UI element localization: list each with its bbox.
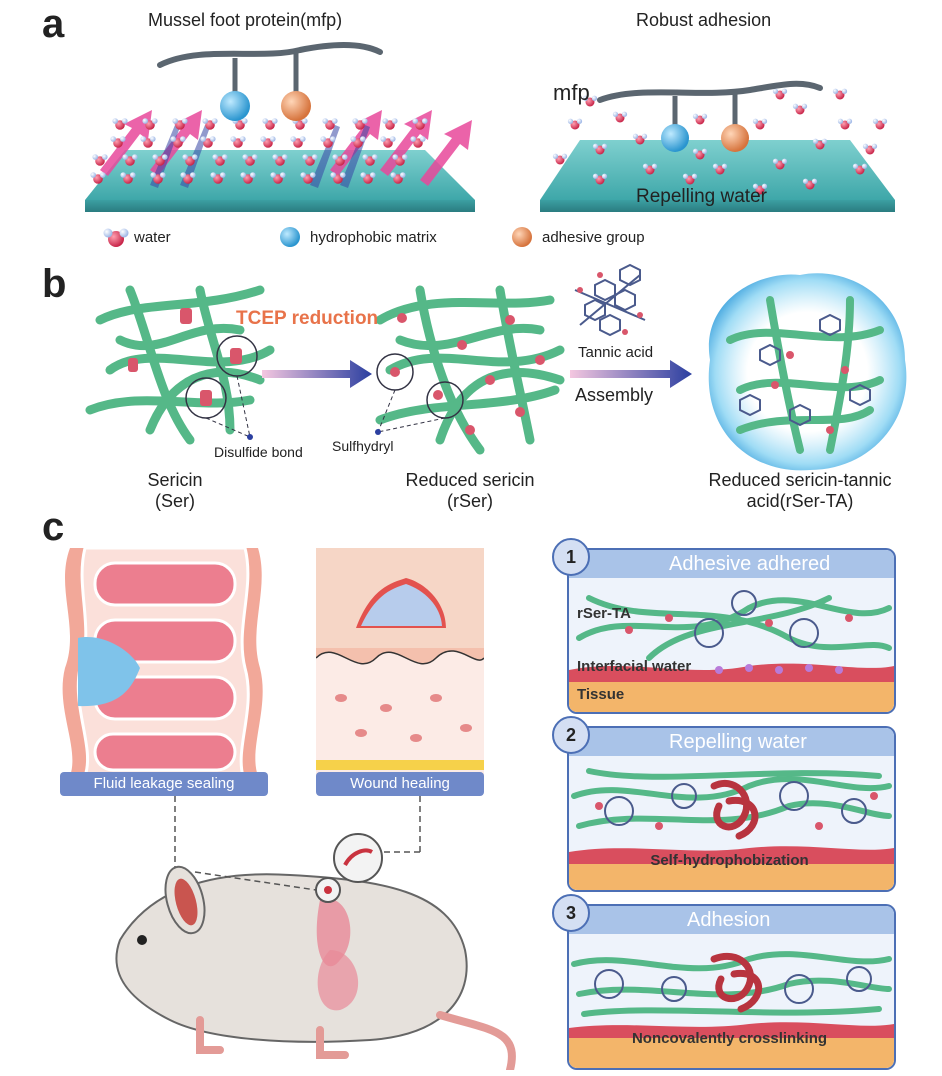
- legend-adhesive: adhesive group: [510, 225, 645, 249]
- self-hydrophobization-label: Self-hydrophobization: [650, 852, 809, 869]
- scattered-water-molecules: [552, 88, 888, 195]
- sericin-caption: Sericin (Ser): [120, 470, 230, 512]
- tcep-arrow: [262, 360, 372, 388]
- stage-3-title: Adhesion: [687, 909, 771, 931]
- stage-box-2-header: Repelling water: [569, 728, 894, 756]
- water-molecule-icon: [103, 228, 129, 247]
- rser-ta-label: rSer-TA: [577, 605, 631, 622]
- assembly-arrow: [570, 360, 692, 388]
- fluid-leakage-label: Fluid leakage sealing: [60, 772, 268, 796]
- stage-box-3: Adhesion: [567, 904, 896, 1070]
- noncovalent-crosslinking-label: Noncovalently crosslinking: [631, 1030, 828, 1047]
- robust-adhesion-title: Robust adhesion: [636, 10, 772, 30]
- tannic-acid-label: Tannic acid: [578, 344, 654, 361]
- panel-label-c: c: [42, 505, 65, 549]
- mouse-illustration: [115, 833, 516, 1070]
- wound-sealant: [361, 584, 442, 626]
- panel-b-illustration: [85, 263, 907, 471]
- sericin-abbr: (Ser): [155, 491, 195, 511]
- sericin-strands: [85, 285, 275, 445]
- assembly-label: Assembly: [575, 385, 654, 405]
- mouse-eye: [137, 935, 147, 945]
- hydrophobic-sphere: [220, 91, 250, 121]
- rser-abbr: (rSer): [447, 491, 493, 511]
- repelling-water-label: Repelling water: [636, 186, 767, 207]
- stage-3-number: 3: [552, 894, 590, 932]
- stage-box-2: Repelling water: [567, 726, 896, 892]
- skin-wound-illustration: [316, 548, 484, 778]
- zoom-wound-circle: [333, 833, 383, 883]
- interfacial-water-label: Interfacial water: [577, 658, 692, 675]
- mfp-strand: [157, 42, 383, 68]
- disulfide-label: Disulfide bond: [214, 444, 303, 460]
- blue-sphere-icon: [280, 227, 300, 247]
- adhesive-sphere: [281, 91, 311, 121]
- panel-a-illustration: [85, 42, 895, 212]
- rserta-caption: Reduced sericin-tannic acid(rSer-TA): [690, 470, 910, 512]
- stage-box-3-header: Adhesion: [569, 906, 894, 934]
- panel-label-b: b: [42, 262, 67, 306]
- orange-sphere-icon: [512, 227, 532, 247]
- tcep-label: TCEP reduction: [236, 308, 379, 329]
- disulfide-bonds: [128, 308, 242, 406]
- stage-box-1: Adhesive adhered: [567, 548, 896, 714]
- wound-healing-label: Wound healing: [316, 772, 484, 796]
- stage-3-illustration: [569, 934, 894, 1068]
- legend-adhesive-label: adhesive group: [542, 228, 645, 246]
- tannic-acid-molecule: [574, 263, 646, 337]
- stage-2-illustration: [569, 756, 894, 890]
- legend-water: water: [100, 225, 171, 249]
- rser-name: Reduced sericin: [405, 470, 535, 490]
- legend-hydrophobic-label: hydrophobic matrix: [310, 228, 437, 246]
- stage-2-number: 2: [552, 716, 590, 754]
- legend-hydrophobic: hydrophobic matrix: [278, 225, 437, 249]
- stage-1-title: Adhesive adhered: [669, 553, 831, 575]
- tissue-label: Tissue: [577, 686, 625, 703]
- mfp-title: Mussel foot protein(mfp): [148, 10, 343, 30]
- sulfhydryl-label: Sulfhydryl: [332, 438, 394, 454]
- sericin-name: Sericin: [147, 470, 203, 490]
- panel-label-a: a: [42, 2, 65, 46]
- intestine-illustration: [62, 548, 263, 778]
- mfp-strand-right: [597, 80, 823, 103]
- rserta-line2: acid(rSer-TA): [746, 491, 854, 511]
- mouse-tail: [436, 1011, 516, 1070]
- sulfhydryl-groups: [390, 313, 545, 435]
- water-molecule-grid: [90, 118, 428, 184]
- stage-1-number: 1: [552, 538, 590, 576]
- hydrophobic-aggregate: [710, 779, 759, 840]
- rserta-line1: Reduced sericin-tannic: [708, 470, 892, 490]
- rser-caption: Reduced sericin (rSer): [385, 470, 555, 512]
- stage-1-illustration: [569, 578, 894, 712]
- stage-box-1-header: Adhesive adhered: [569, 550, 894, 578]
- sealant-blob: [78, 637, 140, 707]
- legend-water-label: water: [134, 228, 171, 246]
- rser-ta-particle: [708, 273, 907, 471]
- stage-2-title: Repelling water: [669, 731, 807, 753]
- mfp-label: mfp: [553, 80, 590, 105]
